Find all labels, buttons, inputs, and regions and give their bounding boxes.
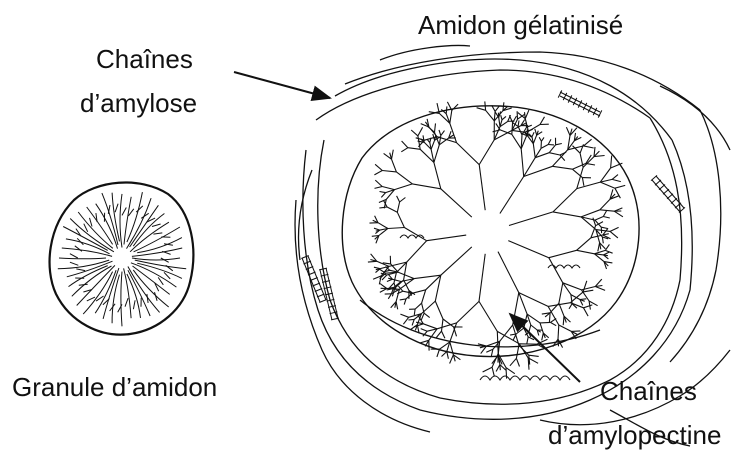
label-starch-granule: Granule d’amidon: [12, 372, 217, 402]
label-gelatinized-starch: Amidon gélatinisé: [418, 10, 623, 40]
label-amylose-chains-line1: Chaînes: [96, 44, 193, 74]
label-amylopectin-chains-line1: Chaînes: [600, 376, 697, 406]
amylopectin-arrow: [510, 314, 580, 382]
label-amylose-chains-line2: d’amylose: [80, 88, 197, 118]
granule-radial-chains: [58, 192, 186, 326]
amylose-arrow: [234, 72, 330, 98]
amylose-crosshatch: [301, 90, 685, 320]
starch-granule: [50, 183, 194, 335]
scalloped-chain: [480, 376, 570, 380]
label-amylopectin-chains-line2: d’amylopectine: [548, 420, 721, 450]
